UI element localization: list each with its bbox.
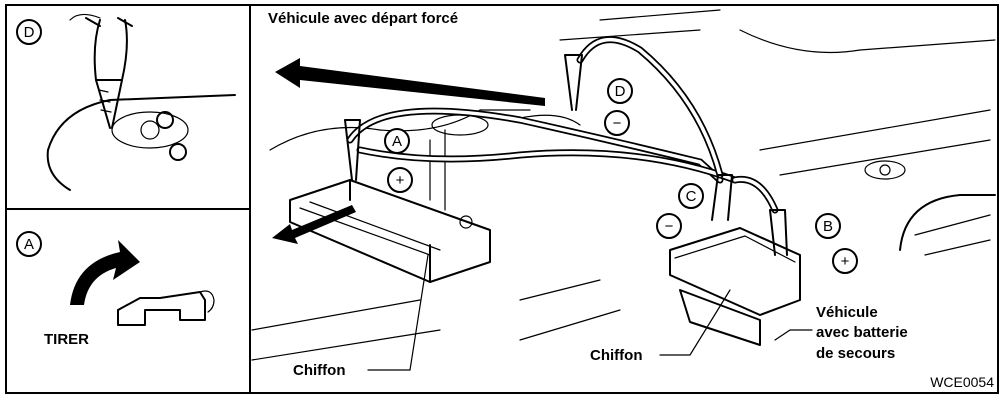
tirer-label: TIRER <box>44 331 89 348</box>
main-engine-illustration <box>251 9 996 371</box>
callout-d-left: D <box>16 19 42 45</box>
chiffon-label-right: Chiffon <box>590 347 643 364</box>
figure-frame <box>5 4 999 394</box>
plus-sign-left: + <box>387 167 413 193</box>
panel-divider-vertical <box>249 4 251 394</box>
panel-a-illustration <box>70 240 215 326</box>
callout-a-left: A <box>16 231 42 257</box>
backup-vehicle-label-line2: avec batterie <box>816 324 908 341</box>
panel-divider-horizontal <box>5 208 250 210</box>
backup-vehicle-label-line3: de secours <box>816 345 896 362</box>
chiffon-label-left: Chiffon <box>293 362 346 379</box>
panel-d-illustration <box>46 13 236 191</box>
minus-sign-top: − <box>604 110 630 136</box>
figure-code: WCE0054 <box>930 374 994 390</box>
callout-d-main: D <box>607 78 633 104</box>
minus-sign-right: − <box>656 213 682 239</box>
plus-sign-right: + <box>832 248 858 274</box>
vehicle-forced-start-label: Véhicule avec départ forcé <box>268 10 459 27</box>
callout-b-main: B <box>815 213 841 239</box>
backup-vehicle-label-line1: Véhicule <box>816 304 878 321</box>
callout-a-main: A <box>384 128 410 154</box>
callout-c-main: C <box>678 183 704 209</box>
